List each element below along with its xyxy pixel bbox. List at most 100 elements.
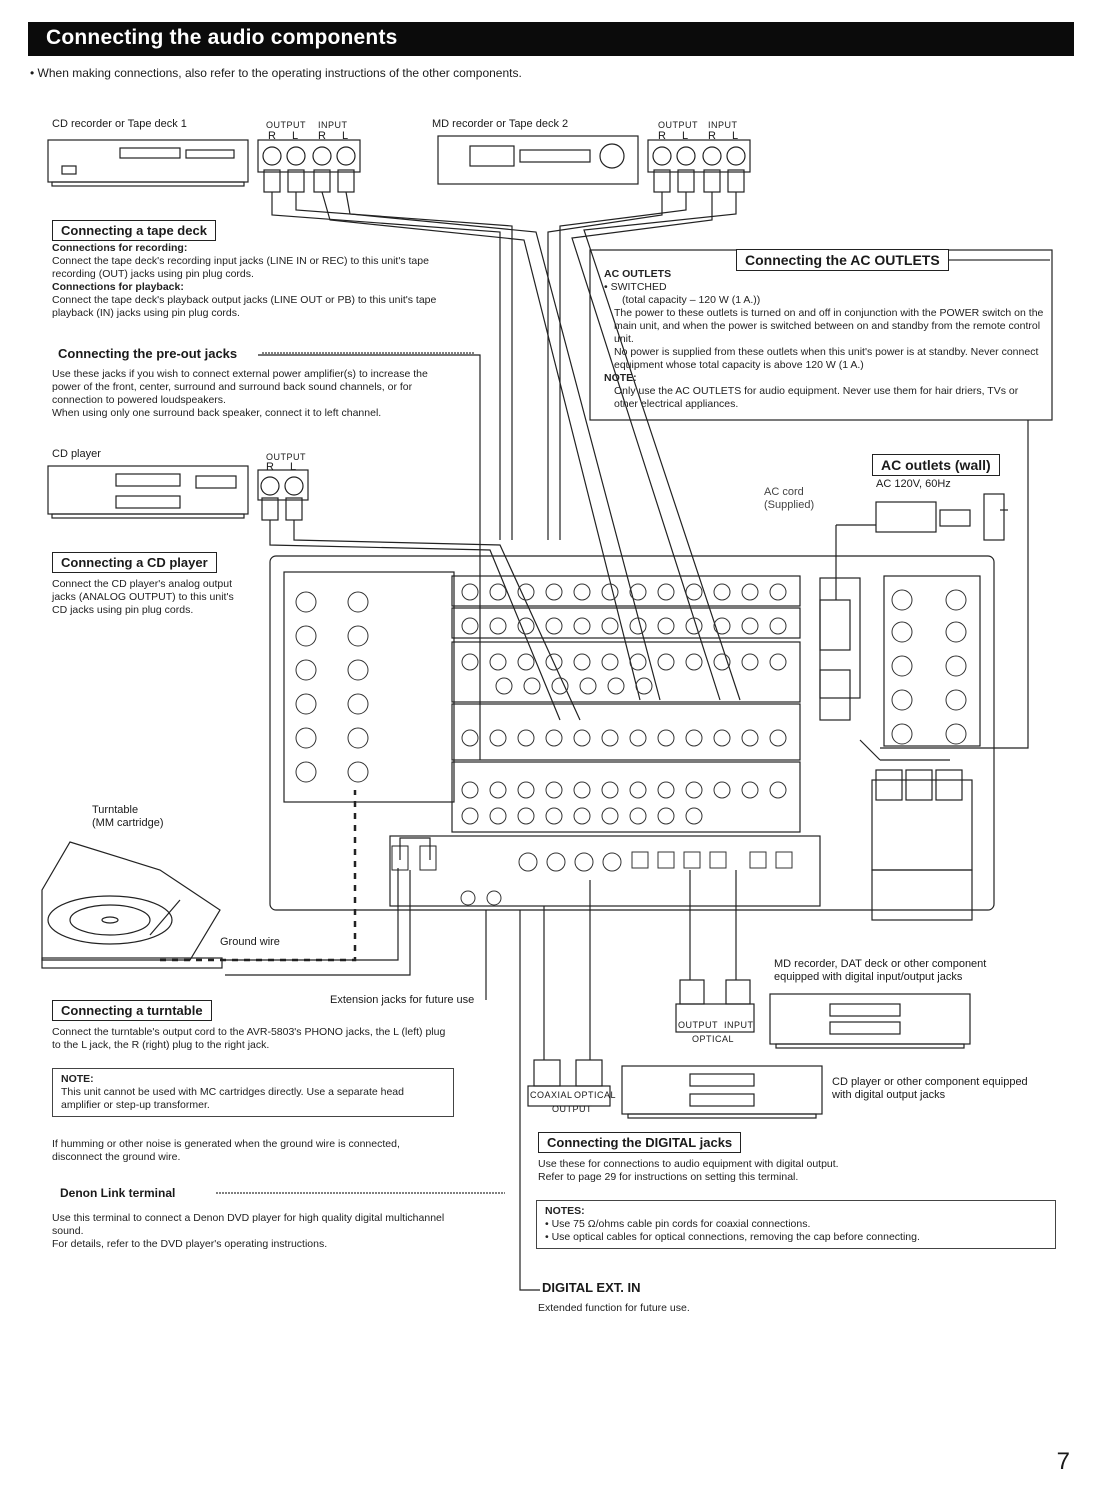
label-cd-player: CD player	[52, 448, 101, 460]
digital-notes: NOTES: • Use 75 Ω/ohms cable pin cords f…	[536, 1200, 1056, 1249]
ac-capacity: (total capacity – 120 W (1 A.))	[622, 294, 761, 306]
label-optical: OPTICAL	[692, 1034, 735, 1044]
label-r-1b: R	[318, 130, 326, 142]
md-digital-line-1: MD recorder, DAT deck or other component	[774, 958, 987, 970]
ac-wall-spec: AC 120V, 60Hz	[876, 478, 951, 490]
digital-heading: Connecting the DIGITAL jacks	[538, 1132, 742, 1153]
page-title: Connecting the audio components	[46, 26, 398, 49]
digital-ext-text: Extended function for future use.	[538, 1302, 690, 1314]
speaker-jacks-left	[295, 591, 369, 783]
optical-io-panel	[675, 1003, 755, 1033]
ac-switched: • SWITCHED	[604, 281, 1044, 294]
denon-link-text: Use this terminal to connect a Denon DVD…	[52, 1212, 452, 1251]
jack-row-video	[461, 617, 787, 695]
cd-recorder-body	[47, 139, 249, 183]
bullet-glyph: •	[30, 66, 38, 80]
cd-player-body	[47, 465, 249, 515]
turntable-heading: Connecting a turntable	[52, 1000, 212, 1021]
denon-link-text-2: For details, refer to the DVD player's o…	[52, 1238, 328, 1250]
label-output-1: OUTPUT	[266, 120, 306, 130]
preout-text-1: Use these jacks if you wish to connect e…	[52, 368, 428, 406]
preout-heading: Connecting the pre-out jacks	[58, 346, 238, 361]
turntable-note-text: This unit cannot be used with MC cartrid…	[61, 1086, 404, 1111]
bullet-glyph: •	[604, 281, 611, 293]
digital-text-1: Use these for connections to audio equip…	[538, 1158, 839, 1170]
jack-row-audio	[461, 729, 787, 825]
digital-notes-heading: NOTES:	[545, 1205, 585, 1217]
ac-outlets-text: AC OUTLETS • SWITCHED (total capacity – …	[604, 268, 1044, 411]
cd-player-text: Connect the CD player's analog output ja…	[52, 578, 234, 616]
tape2-jack-panel	[647, 139, 751, 173]
preout-text-2: When using only one surround back speake…	[52, 407, 382, 419]
label-r-2a: R	[658, 130, 666, 142]
label-optical-2: OPTICAL	[574, 1090, 617, 1100]
ac-switched-text: SWITCHED	[610, 281, 667, 293]
ac-note-text: Only use the AC OUTLETS for audio equipm…	[614, 385, 1019, 410]
digital-text: Use these for connections to audio equip…	[538, 1158, 1038, 1184]
bullet-glyph: •	[545, 1231, 552, 1243]
label-input-optical: INPUT	[724, 1020, 754, 1030]
digital-note-2: • Use optical cables for optical connect…	[545, 1231, 1047, 1244]
ac-note-heading: NOTE:	[604, 372, 637, 384]
md-digital-line-2: equipped with digital input/output jacks	[774, 971, 963, 983]
denon-link-text-1: Use this terminal to connect a Denon DVD…	[52, 1212, 445, 1237]
label-coaxial: COAXIAL	[530, 1090, 573, 1100]
label-l-2b: L	[732, 130, 739, 142]
label-cd-recorder: CD recorder or Tape deck 1	[52, 118, 187, 130]
turntable-line-1: Turntable	[92, 804, 139, 816]
digital-note-1: • Use 75 Ω/ohms cable pin cords for coax…	[545, 1218, 1047, 1231]
label-ground-wire: Ground wire	[220, 936, 280, 948]
title-bar: Connecting the audio components	[28, 22, 1074, 56]
ac-text-2: No power is supplied from these outlets …	[614, 346, 1039, 371]
hum-text: If humming or other noise is generated w…	[52, 1138, 400, 1163]
ac-wall-heading: AC outlets (wall)	[872, 454, 1000, 476]
label-l-2a: L	[682, 130, 689, 142]
label-md-digital: MD recorder, DAT deck or other component…	[774, 958, 986, 984]
ac-outlets-subhead: AC OUTLETS	[604, 268, 672, 280]
ac-outlets-heading: Connecting the AC OUTLETS	[736, 249, 949, 271]
label-l-cd: L	[290, 461, 297, 473]
digital-output-panel	[527, 1085, 611, 1107]
ac-text-1: The power to these outlets is turned on …	[614, 307, 1044, 345]
md-recorder-body	[437, 135, 639, 185]
label-output-2: OUTPUT	[658, 120, 698, 130]
turntable-line-2: (MM cartridge)	[92, 817, 164, 829]
tape-deck-text: Connections for recording: Connect the t…	[52, 242, 452, 320]
turntable-text: Connect the turntable's output cord to t…	[52, 1026, 446, 1051]
digital-note-1-text: Use 75 Ω/ohms cable pin cords for coaxia…	[551, 1218, 811, 1230]
ac-cord-label: AC cord (Supplied)	[764, 486, 814, 512]
speaker-jacks-right	[891, 589, 967, 745]
label-r-cd: R	[266, 461, 274, 473]
playback-text: Connect the tape deck's playback output …	[52, 294, 437, 319]
playback-heading: Connections for playback:	[52, 281, 184, 293]
cd-player-heading: Connecting a CD player	[52, 552, 217, 573]
label-output-optical: OUTPUT	[678, 1020, 718, 1030]
intro-text: • When making connections, also refer to…	[30, 66, 522, 80]
recording-heading: Connections for recording:	[52, 242, 188, 254]
denon-link-heading: Denon Link terminal	[60, 1186, 176, 1200]
jack-row-component	[461, 583, 787, 601]
preout-text: Use these jacks if you wish to connect e…	[52, 368, 452, 420]
ac-cord-line-1: AC cord	[764, 486, 804, 498]
receiver-rear-panel	[269, 555, 995, 911]
cd-digital-line-2: with digital output jacks	[832, 1089, 946, 1101]
digital-ext-heading: DIGITAL EXT. IN	[542, 1280, 641, 1295]
turntable-note: NOTE: This unit cannot be used with MC c…	[52, 1068, 454, 1117]
label-output-cd: OUTPUT	[266, 452, 306, 462]
label-extension-jacks: Extension jacks for future use	[330, 994, 475, 1006]
bullet-glyph: •	[545, 1218, 552, 1230]
digital-note-2-text: Use optical cables for optical connectio…	[551, 1231, 920, 1243]
label-l-1b: L	[342, 130, 349, 142]
tape-deck-heading: Connecting a tape deck	[52, 220, 216, 241]
page-number: 7	[1056, 1448, 1070, 1475]
ac-cord-line-2: (Supplied)	[764, 499, 815, 511]
digital-text-2: Refer to page 29 for instructions on set…	[538, 1171, 799, 1183]
label-r-2b: R	[708, 130, 716, 142]
label-input-1: INPUT	[318, 120, 348, 130]
turntable-drawing	[41, 841, 223, 969]
label-output-digital: OUTPUT	[552, 1104, 592, 1114]
digital-jacks	[460, 851, 793, 906]
tape1-jack-panel	[257, 139, 361, 173]
label-r-1a: R	[268, 130, 276, 142]
